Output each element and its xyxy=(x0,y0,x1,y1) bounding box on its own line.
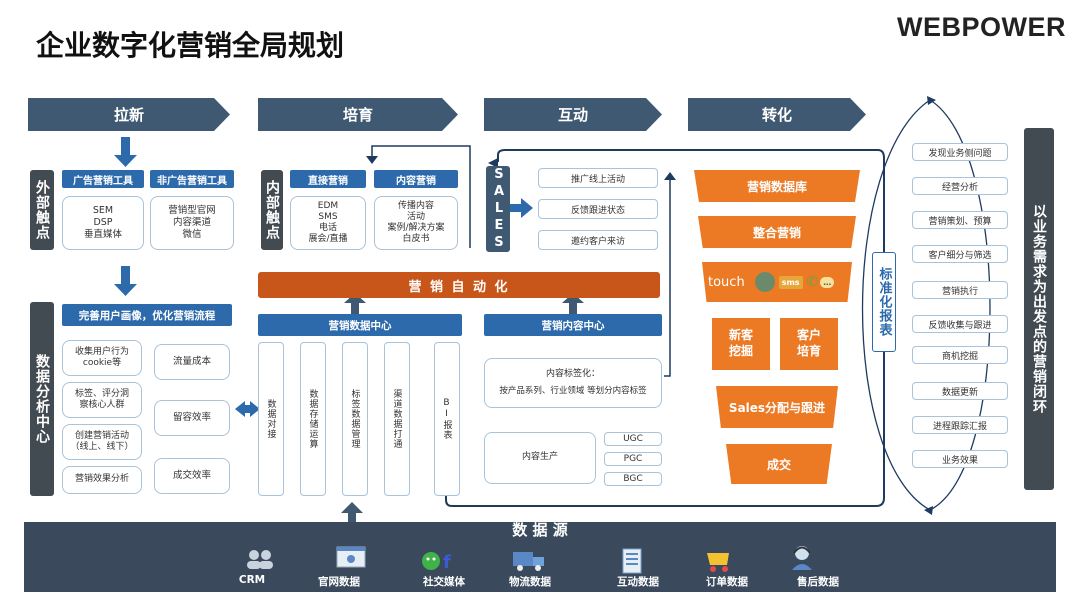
data-source-title: 数 据 源 xyxy=(512,521,568,539)
non-ad-tools-header: 非广告营销工具 xyxy=(150,170,234,188)
stage-convert: 转化 xyxy=(688,98,866,131)
content-marketing-box: 传播内容 活动 案例/解决方案 白皮书 xyxy=(374,196,458,250)
funnel-new-customer: 新客 挖掘 xyxy=(712,318,770,370)
data-hub-column: 标签数据管理 xyxy=(342,342,368,496)
brand-logo: WEBPOWER xyxy=(897,12,1066,42)
ad-tools-box: SEM DSP 垂直媒体 xyxy=(62,196,144,250)
touch-label: touch xyxy=(708,274,745,290)
mail-icon xyxy=(754,272,775,292)
funnel-touch: touch sms ✆ … xyxy=(702,262,852,302)
closed-loop-text: 以业务需求为出发点的营销闭环 xyxy=(1031,204,1048,414)
loop-item: 发现业务侧问题 xyxy=(912,143,1008,161)
after-sales-icon xyxy=(788,544,816,572)
interaction-icon xyxy=(622,548,642,574)
loop-item: 营销执行 xyxy=(912,281,1008,299)
loop-item: 营销策划、预算 xyxy=(912,211,1008,229)
content-production-box: 内容生产 xyxy=(484,432,596,484)
sales-item: 邀约客户来访 xyxy=(538,230,658,250)
internal-touch-label: 内部触点 xyxy=(261,170,283,250)
sms-icon: sms xyxy=(778,275,803,289)
social-media-icon: f xyxy=(421,550,455,573)
stage-interact: 互动 xyxy=(484,98,662,131)
analysis-item: 收集用户行为 cookie等 xyxy=(62,340,142,376)
automation-bar: 营 销 自 动 化 xyxy=(258,272,660,298)
external-touch-label: 外部触点 xyxy=(30,170,54,250)
standard-report-box: 标准化报表 xyxy=(872,252,896,352)
loop-item: 经营分析 xyxy=(912,177,1008,195)
sales-text: SALES xyxy=(491,166,507,252)
loop-item: 业务效果 xyxy=(912,450,1008,468)
closed-loop-label: 以业务需求为出发点的营销闭环 xyxy=(1024,128,1054,490)
source-label: 社交媒体 xyxy=(423,576,465,588)
direct-marketing-header: 直接营销 xyxy=(290,170,366,188)
data-hub-column: 数据对接 xyxy=(258,342,284,496)
data-hub-column: 数据存储运算 xyxy=(300,342,326,496)
order-icon xyxy=(705,551,731,573)
phone-icon: ✆ xyxy=(806,274,819,290)
source-label: 物流数据 xyxy=(509,576,551,588)
analysis-item: 创建营销活动 （线上、线下） xyxy=(62,424,142,460)
data-center-label: 数据分析中心 xyxy=(30,302,54,496)
content-tagging-box: 内容标签化： 按产品系列、行业领域 等划分内容标签 xyxy=(484,358,662,408)
non-ad-tools-box: 营销型官网 内容渠道 微信 xyxy=(150,196,234,250)
data-hub-header: 营销数据中心 xyxy=(258,314,462,336)
profile-header: 完善用户画像，优化营销流程 xyxy=(62,304,232,326)
content-type: UGC xyxy=(604,432,662,446)
sales-label: SALES xyxy=(486,166,510,252)
funnel-integrated: 整合营销 xyxy=(698,216,856,248)
analysis-item: 营销效果分析 xyxy=(62,466,142,494)
source-label: 官网数据 xyxy=(318,576,360,588)
analysis-item: 标签、评分洞 察核心人群 xyxy=(62,382,142,418)
data-hub-column: 渠道数据打通 xyxy=(384,342,410,496)
content-type: PGC xyxy=(604,452,662,466)
stage-acquire: 拉新 xyxy=(28,98,230,131)
metric-item: 成交效率 xyxy=(154,458,230,494)
svg-text:f: f xyxy=(443,552,451,572)
sales-item: 推广线上活动 xyxy=(538,168,658,188)
metric-item: 流量成本 xyxy=(154,344,230,380)
funnel-nurture-customer: 客户 培育 xyxy=(780,318,838,370)
source-label: CRM xyxy=(238,574,266,586)
sales-item: 反馈跟进状态 xyxy=(538,199,658,219)
chat-icon: … xyxy=(820,276,835,288)
page-title: 企业数字化营销全局规划 xyxy=(36,29,345,62)
logistics-icon xyxy=(512,550,546,572)
data-hub-column: BI报表 xyxy=(434,342,460,496)
funnel-database: 营销数据库 xyxy=(694,170,860,202)
stage-nurture: 培育 xyxy=(258,98,458,131)
loop-item: 进程跟踪汇报 xyxy=(912,416,1008,434)
content-hub-header: 营销内容中心 xyxy=(484,314,662,336)
ad-tools-header: 广告营销工具 xyxy=(62,170,144,188)
loop-item: 反馈收集与跟进 xyxy=(912,315,1008,333)
loop-item: 商机挖掘 xyxy=(912,346,1008,364)
crm-icon xyxy=(244,549,276,569)
funnel-sales-dist: Sales分配与跟进 xyxy=(716,386,838,428)
source-label: 售后数据 xyxy=(797,576,839,588)
funnel-deal: 成交 xyxy=(726,444,832,484)
loop-item: 客户细分与筛选 xyxy=(912,245,1008,263)
source-label: 订单数据 xyxy=(706,576,748,588)
content-tagging-title: 内容标签化： xyxy=(545,369,600,380)
content-tagging-desc: 按产品系列、行业领域 等划分内容标签 xyxy=(499,386,647,397)
metric-item: 留容效率 xyxy=(154,400,230,436)
content-type: BGC xyxy=(604,472,662,486)
direct-marketing-box: EDM SMS 电话 展会/直播 xyxy=(290,196,366,250)
content-marketing-header: 内容营销 xyxy=(374,170,458,188)
loop-item: 数据更新 xyxy=(912,382,1008,400)
standard-report-label: 标准化报表 xyxy=(876,267,892,337)
source-label: 互动数据 xyxy=(617,576,659,588)
website-icon xyxy=(336,546,366,570)
